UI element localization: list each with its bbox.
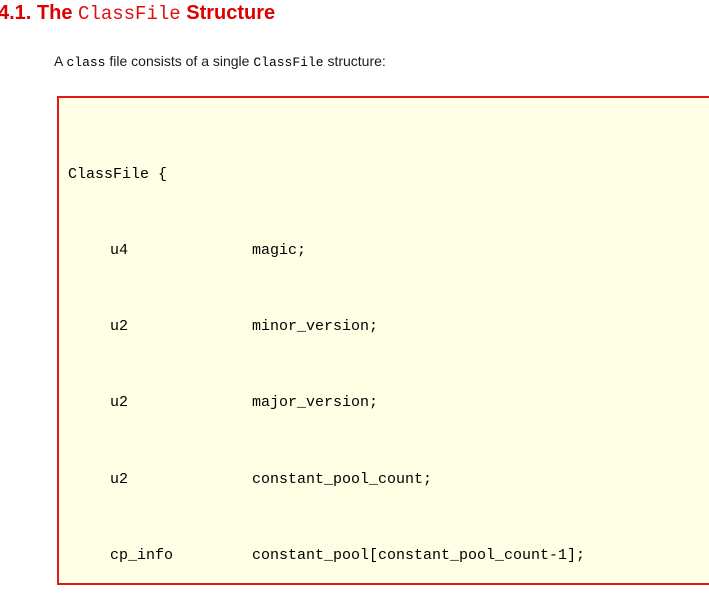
heading-number: 4.1.	[0, 2, 32, 24]
code-line-field: u4 magic;	[68, 238, 585, 263]
code-line-field: cp_info constant_pool[constant_pool_count…	[68, 543, 585, 568]
intro-text-part3: structure:	[323, 53, 386, 69]
intro-mono-class: class	[66, 55, 106, 70]
page-title: 4.1. The ClassFile Structure	[0, 2, 275, 25]
code-line-field: u2 major_version;	[68, 390, 585, 415]
heading-prefix: The	[36, 2, 73, 24]
heading-mono-term: ClassFile	[78, 3, 181, 25]
field-name: constant_pool_count;	[252, 470, 433, 488]
heading-suffix: Structure	[186, 2, 276, 24]
code-listing: ClassFile { u4 magic; u2 minor_version; u2…	[68, 111, 585, 583]
field-name: minor_version;	[252, 318, 379, 336]
field-type: u2	[110, 470, 129, 488]
code-line-field: u2 minor_version;	[68, 314, 585, 339]
intro-paragraph: A class file consists of a single ClassF…	[54, 53, 386, 70]
intro-text-part2: file consists of a single	[105, 53, 254, 69]
code-line-opening: ClassFile {	[68, 165, 168, 183]
field-name: major_version;	[252, 394, 379, 412]
field-name: constant_pool[constant_pool_count-1];	[252, 546, 586, 564]
intro-mono-classfile: ClassFile	[253, 55, 324, 70]
field-type: cp_info	[110, 546, 174, 564]
intro-text-part1: A	[54, 53, 67, 69]
code-line-field: u2 constant_pool_count;	[68, 467, 585, 492]
field-name: magic;	[252, 242, 307, 260]
code-block: ClassFile { u4 magic; u2 minor_version; u2…	[57, 96, 709, 585]
field-type: u2	[110, 394, 129, 412]
field-type: u2	[110, 318, 129, 336]
field-type: u4	[110, 242, 129, 260]
